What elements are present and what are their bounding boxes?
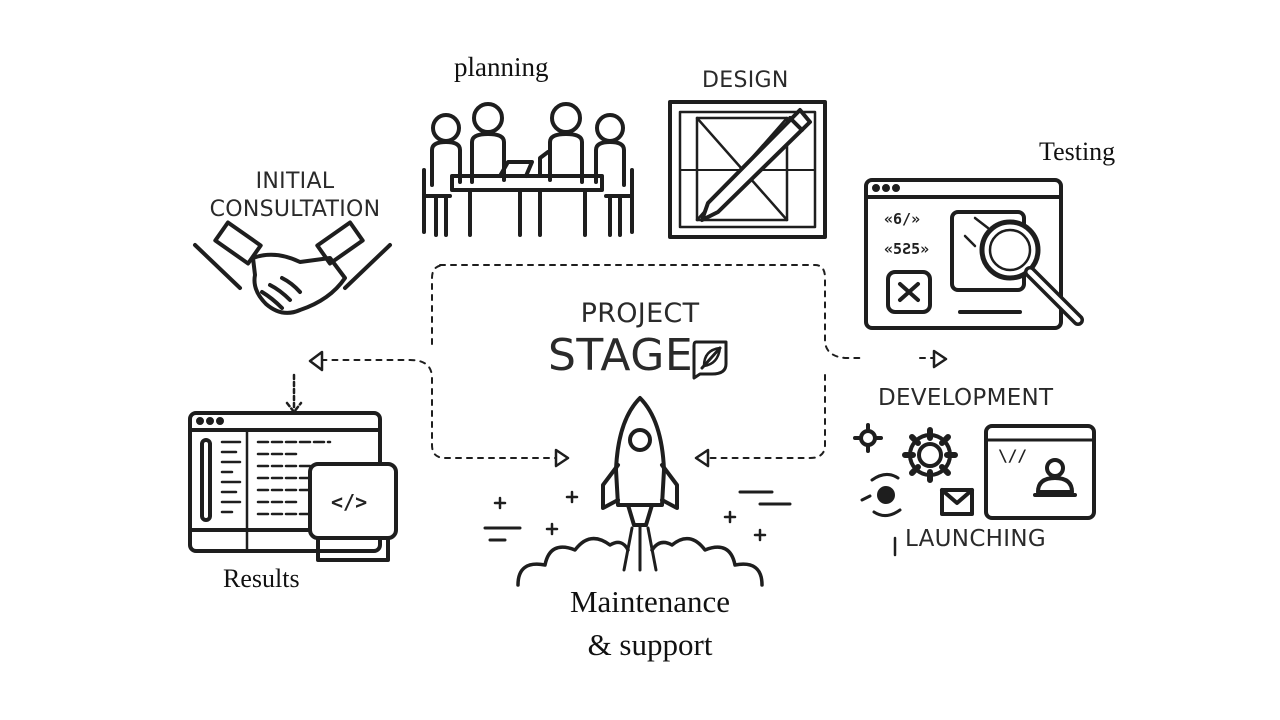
arrow-head-left: [308, 350, 324, 372]
initial-line1: INITIAL: [255, 169, 335, 194]
center-stage-label: STAGE: [548, 330, 694, 381]
dashed-connector: [314, 264, 941, 459]
stage-results-label: Results: [223, 564, 300, 593]
stage-maintenance-label: Maintenance & support: [540, 580, 760, 666]
maintenance-line1: Maintenance: [569, 584, 731, 619]
stage-testing-label: Testing: [1039, 137, 1116, 166]
initial-line2: CONSULTATION: [209, 197, 381, 222]
arrow-head-rocket-left: [554, 448, 570, 468]
stage-launching-label: LAUNCHING: [905, 526, 1046, 552]
maintenance-line2: & support: [587, 627, 713, 662]
stage-initial-consultation-label: INITIAL CONSULTATION: [190, 168, 400, 224]
arrow-head-right: [932, 349, 948, 369]
code-editor-icon: [188, 411, 398, 562]
stage-planning-label: planning: [454, 52, 549, 82]
magnifier-browser-icon: [864, 178, 1084, 330]
results-code-tag: </>: [331, 490, 368, 514]
blueprint-pencil-icon: [668, 100, 827, 239]
center-project-label: PROJECT: [580, 298, 700, 329]
rocket-launch-icon: [483, 396, 792, 587]
testing-code-line1: «6/»: [884, 210, 921, 228]
stage-development-label: DEVELOPMENT: [878, 385, 1054, 411]
development-code-tag: \//: [998, 446, 1027, 465]
gears-browser-icon: [853, 423, 1096, 557]
arrow-head-rocket-right: [694, 448, 710, 468]
arrow-down-results: [285, 373, 303, 414]
testing-code-line2: «5Ƨ5»: [884, 240, 930, 258]
stage-design-label: DESIGN: [702, 68, 789, 93]
meeting-table-icon: [422, 102, 634, 237]
leaf-icon: [692, 340, 728, 380]
handshake-icon: [193, 220, 392, 315]
